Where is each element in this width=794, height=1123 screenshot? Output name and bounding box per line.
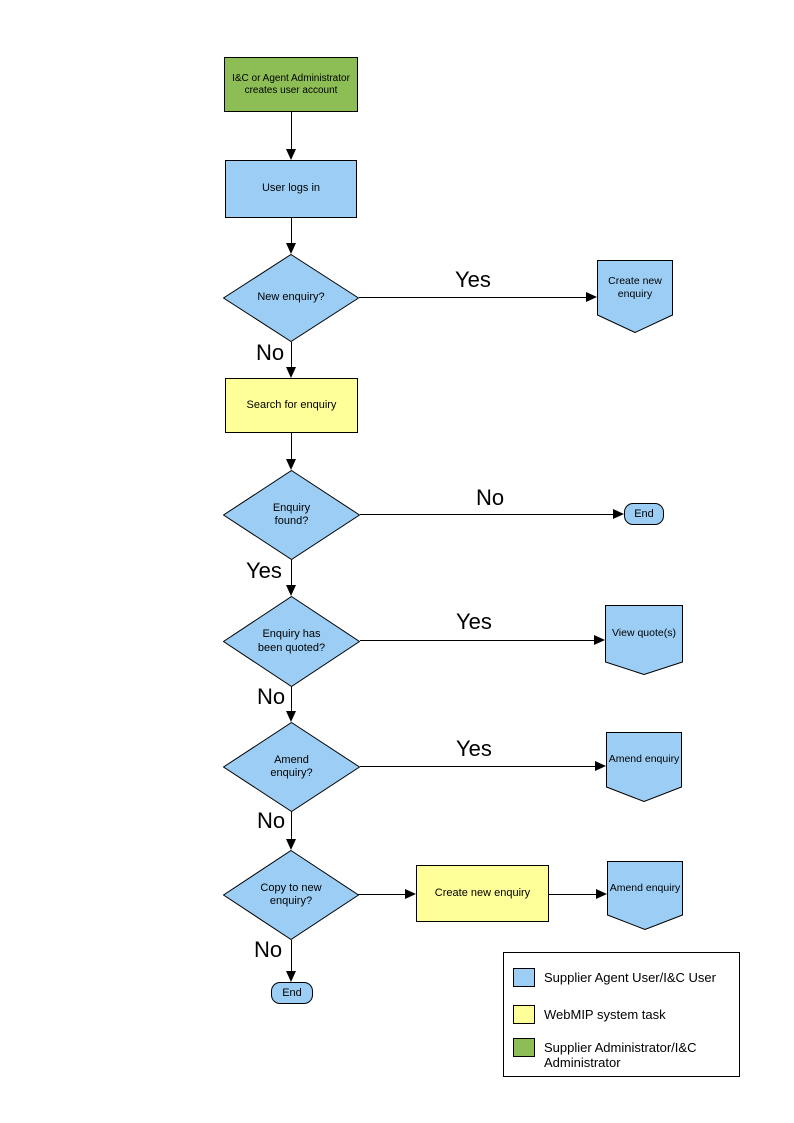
connector-line [291,560,292,586]
legend-label: Supplier Agent User/I&C User [544,970,716,985]
legend-item-system: WebMIP system task [513,1005,733,1024]
edge-label-no: No [256,340,285,365]
connector-line [360,640,594,641]
edge-label-no: No [254,937,283,962]
connector-line [549,894,596,895]
arrowhead-right-icon [613,509,624,519]
offpage-label: Create new enquiry [608,274,662,300]
node-search-for-enquiry: Search for enquiry [225,378,358,433]
arrowhead-right-icon [586,292,597,302]
node-user-logs-in: User logs in [225,160,357,218]
decision-new-enquiry: New enquiry? [222,253,360,343]
node-admin-creates-account: I&C or Agent Administrator creates user … [224,57,358,112]
decision-label: New enquiry? [257,291,325,304]
legend-label: Supplier Administrator/I&C Administrator [544,1040,697,1070]
diamond-outline [222,469,361,561]
connector-line [360,766,595,767]
arrowhead-right-icon [596,889,607,899]
edge-label-yes: Yes [455,267,491,292]
edge-label-yes: Yes [456,736,492,761]
offpage-view-quotes: View quote(s) [605,605,683,676]
decision-label: Enquiry found? [272,501,311,527]
connector-line [291,218,292,244]
terminator-end-bottom: End [271,982,313,1004]
arrowhead-down-icon [286,585,296,596]
offpage-amend-enquiry: Amend enquiry [606,732,682,803]
diamond-outline [222,849,360,941]
decision-amend-enquiry: Amend enquiry? [222,721,361,813]
node-create-new-enquiry-task: Create new enquiry [416,865,549,922]
offpage-label: Amend enquiry [608,753,680,766]
edge-label-no: No [476,485,505,510]
edge-label-no: No [257,808,286,833]
offpage-create-new-enquiry: Create new enquiry [597,260,673,334]
pentagon-outline [605,605,683,676]
legend-label: WebMIP system task [544,1007,666,1022]
connector-line [358,894,405,895]
offpage-label: Amend enquiry [609,881,681,894]
diamond-outline [222,595,361,688]
connector-line [291,812,292,840]
connector-line [291,687,292,712]
arrowhead-down-icon [286,971,296,982]
connector-line [360,514,613,515]
pentagon-outline [607,861,683,931]
offpage-amend-enquiry-2: Amend enquiry [607,861,683,931]
decision-label: Copy to new enquiry? [260,881,322,907]
edge-label-yes: Yes [456,609,492,634]
connector-line [291,433,292,460]
connector-line [291,940,292,972]
arrowhead-down-icon [286,839,296,850]
edge-label-yes: Yes [246,558,282,583]
arrowhead-down-icon [286,149,296,160]
legend-item-admin: Supplier Administrator/I&C Administrator [513,1038,733,1070]
pentagon-outline [606,732,682,803]
connector-line [291,112,292,150]
diamond-outline [222,253,360,343]
legend-swatch-green [513,1038,535,1057]
diamond-outline [222,721,361,813]
decision-enquiry-quoted: Enquiry has been quoted? [222,595,361,688]
legend-item-user: Supplier Agent User/I&C User [513,968,733,987]
connector-line [359,297,586,298]
decision-enquiry-found: Enquiry found? [222,469,361,561]
connector-line [291,342,292,368]
arrowhead-down-icon [286,367,296,378]
arrowhead-right-icon [405,889,416,899]
edge-label-no: No [257,684,286,709]
decision-label: Amend enquiry? [270,753,313,779]
decision-label: Enquiry has been quoted? [257,628,326,654]
arrowhead-right-icon [595,761,606,771]
legend-swatch-blue [513,968,535,987]
terminator-end: End [624,503,664,525]
legend: Supplier Agent User/I&C User WebMIP syst… [503,952,740,1077]
arrowhead-right-icon [594,635,605,645]
arrowhead-down-icon [286,243,296,254]
legend-swatch-yellow [513,1005,535,1024]
arrowhead-down-icon [286,711,296,722]
decision-copy-to-new-enquiry: Copy to new enquiry? [222,849,360,941]
arrowhead-down-icon [286,459,296,470]
offpage-label: View quote(s) [611,627,676,640]
pentagon-outline [597,260,673,334]
